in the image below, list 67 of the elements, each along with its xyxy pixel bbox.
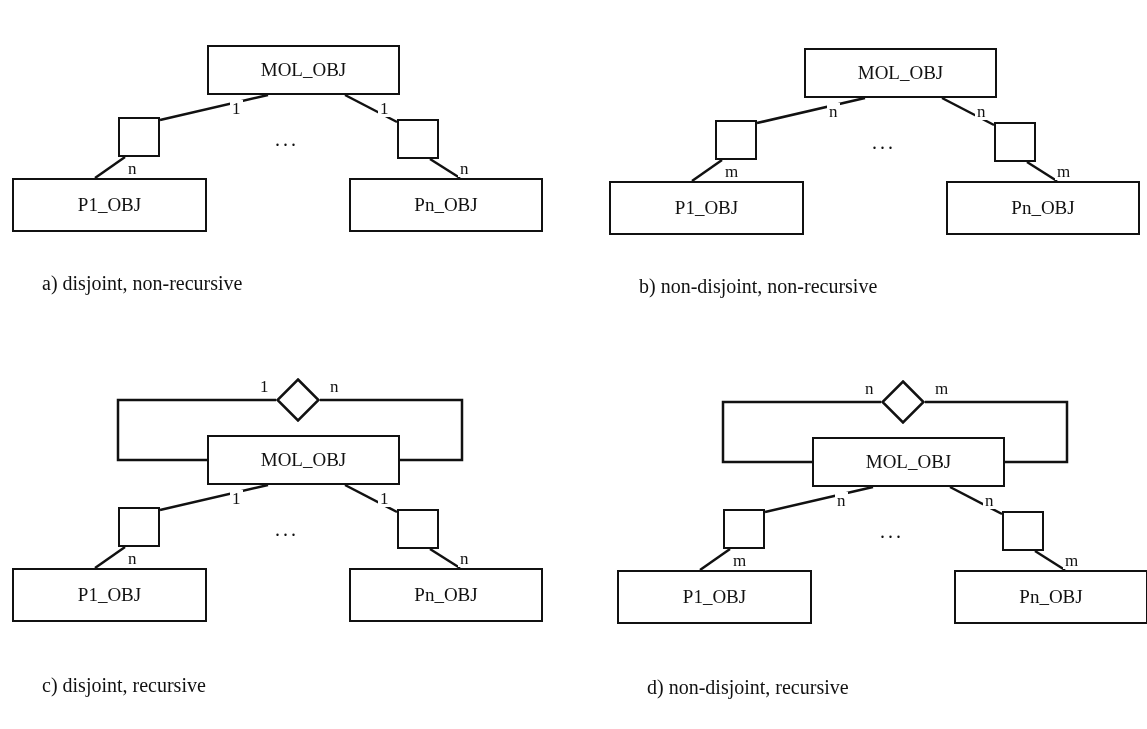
entity-name: Pn_OBJ	[1019, 586, 1083, 608]
ellipsis: ...	[275, 518, 299, 541]
connector-line	[764, 485, 874, 514]
cardinality-label: 1	[378, 490, 391, 507]
entity-box	[804, 48, 997, 98]
relationship-box	[118, 117, 160, 157]
connector-line	[699, 547, 731, 572]
entity-box	[207, 45, 400, 95]
entity-box	[609, 181, 804, 235]
cardinality-label: n	[827, 103, 840, 120]
entity-name: Pn_OBJ	[414, 584, 478, 606]
cardinality-label: n	[835, 492, 848, 509]
relationship-box	[118, 507, 160, 547]
connector-line	[721, 400, 881, 464]
entity-name: P1_OBJ	[77, 584, 142, 606]
entity-box	[812, 437, 1005, 487]
relationship-diamond	[276, 378, 320, 422]
relationship-box	[397, 509, 439, 549]
entity-name: MOL_OBJ	[260, 59, 347, 81]
relationship-box	[723, 509, 765, 549]
connector-line	[429, 547, 461, 570]
entity-box	[954, 570, 1147, 624]
connector-line	[429, 157, 461, 180]
ellipsis: ...	[880, 520, 904, 543]
figure-caption: c) disjoint, recursive	[42, 674, 206, 697]
figure-caption: d) non-disjoint, recursive	[647, 676, 849, 699]
figure-caption: b) non-disjoint, non-recursive	[639, 275, 878, 298]
relationship-box	[397, 119, 439, 159]
connector-line	[344, 93, 398, 124]
entity-name: Pn_OBJ	[414, 194, 478, 216]
ellipsis: ...	[275, 128, 299, 151]
connector-line	[941, 96, 995, 127]
connector-line	[159, 483, 269, 512]
connector-line	[949, 485, 1003, 516]
connector-line	[691, 158, 723, 183]
cardinality-label: 1	[258, 378, 271, 395]
relationship-diamond	[881, 380, 925, 424]
connector-line	[116, 398, 276, 462]
cardinality-label: 1	[378, 100, 391, 117]
entity-name: P1_OBJ	[682, 586, 747, 608]
entity-box	[349, 178, 543, 232]
entity-name: MOL_OBJ	[865, 451, 952, 473]
connector-line	[756, 96, 866, 125]
entity-box	[12, 568, 207, 622]
connector-line	[320, 398, 464, 462]
connector-line	[344, 483, 398, 514]
figure-caption: a) disjoint, non-recursive	[42, 272, 243, 295]
entity-name: MOL_OBJ	[857, 62, 944, 84]
connector-line	[94, 155, 126, 180]
connector-line	[94, 545, 126, 570]
relationship-box	[1002, 511, 1044, 551]
entity-box	[12, 178, 207, 232]
entity-name: MOL_OBJ	[260, 449, 347, 471]
entity-box	[349, 568, 543, 622]
entity-box	[207, 435, 400, 485]
entity-box	[617, 570, 812, 624]
entity-box	[946, 181, 1140, 235]
ellipsis: ...	[872, 131, 896, 154]
entity-name: P1_OBJ	[77, 194, 142, 216]
entity-name: Pn_OBJ	[1011, 197, 1075, 219]
entity-name: P1_OBJ	[674, 197, 739, 219]
cardinality-label: 1	[230, 490, 243, 507]
relationship-box	[715, 120, 757, 160]
relationship-box	[994, 122, 1036, 162]
cardinality-label: 1	[230, 100, 243, 117]
connector-line	[159, 93, 269, 122]
connector-line	[925, 400, 1069, 464]
